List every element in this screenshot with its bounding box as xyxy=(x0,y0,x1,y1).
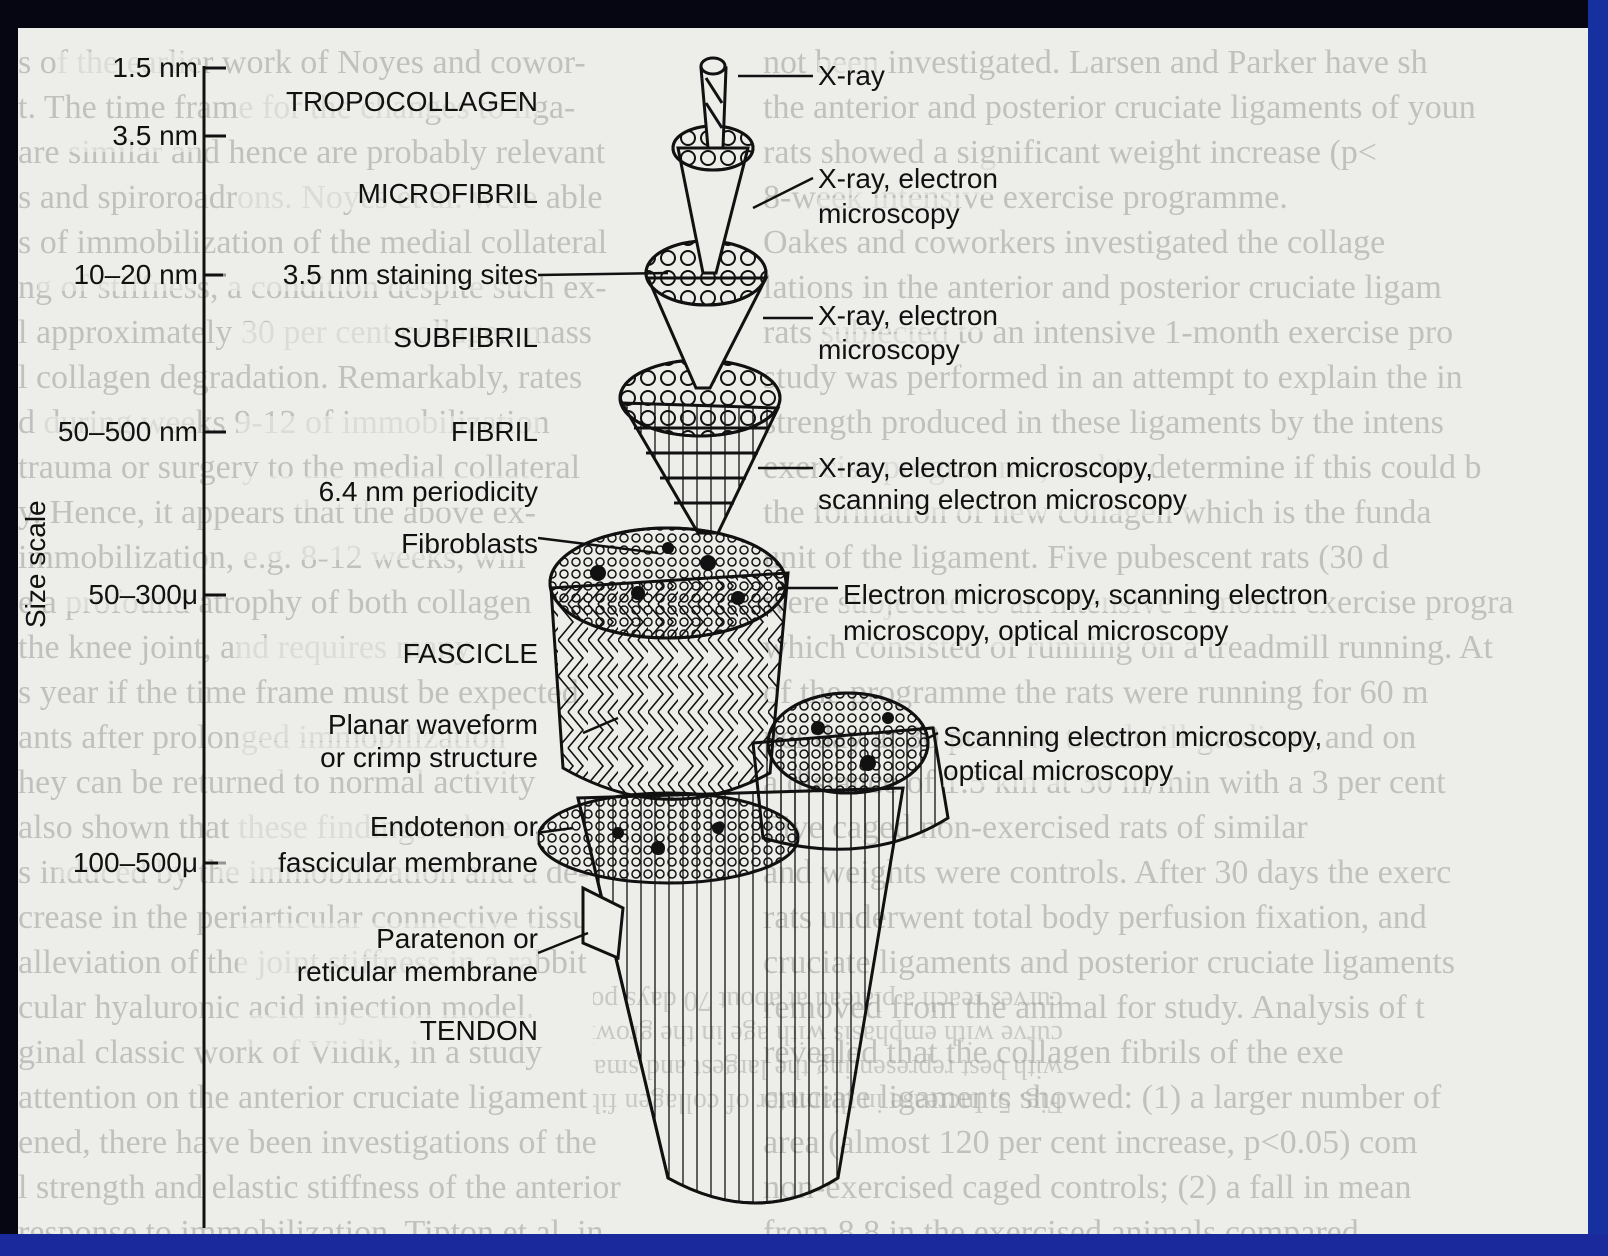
label-staining-sites: 3.5 nm staining sites xyxy=(223,259,538,291)
label-fibril: FIBRIL xyxy=(238,416,538,448)
method-microfibril-line1: X-ray, electron xyxy=(818,163,998,195)
method-subfibril-line2: microscopy xyxy=(818,334,960,366)
method-fascicle-line2: microscopy, optical microscopy xyxy=(843,615,1228,647)
frame-left xyxy=(0,0,18,1256)
scale-mark-3-5nm: 3.5 nm xyxy=(58,120,198,152)
scale-mark-1-5nm: 1.5 nm xyxy=(58,52,198,84)
scale-mark-50-300u: 50–300μ xyxy=(58,579,198,611)
label-tropocollagen: TROPOCOLLAGEN xyxy=(238,86,538,118)
scanned-page: s of the earlier work of Noyes and cowor… xyxy=(18,28,1588,1234)
method-small-fascicle-line2: optical microscopy xyxy=(943,755,1173,787)
method-microfibril-line2: microscopy xyxy=(818,198,960,230)
size-scale-title: Size scale xyxy=(20,500,52,628)
label-paratenon-line2: reticular membrane xyxy=(238,956,538,988)
scale-mark-50-500nm: 50–500 nm xyxy=(38,416,198,448)
frame-top xyxy=(0,0,1608,28)
method-fibril-line2: scanning electron microscopy xyxy=(818,484,1187,516)
method-subfibril-line1: X-ray, electron xyxy=(818,300,998,332)
label-fascicle: FASCICLE xyxy=(238,638,538,670)
label-tendon: TENDON xyxy=(238,1015,538,1047)
scale-mark-10-20nm: 10–20 nm xyxy=(38,259,198,291)
label-periodicity: 6.4 nm periodicity xyxy=(238,476,538,508)
scale-mark-100-500u: 100–500μ xyxy=(58,847,198,879)
label-fibroblasts: Fibroblasts xyxy=(238,528,538,560)
method-xray: X-ray xyxy=(818,60,885,92)
frame-bottom xyxy=(0,1234,1608,1256)
label-paratenon-line1: Paratenon or xyxy=(238,923,538,955)
label-subfibril: SUBFIBRIL xyxy=(238,322,538,354)
method-fascicle-line1: Electron microscopy, scanning electron xyxy=(843,579,1328,611)
label-microfibril: MICROFIBRIL xyxy=(238,178,538,210)
label-endotenon-line1: Endotenon or xyxy=(238,811,538,843)
method-fibril-line1: X-ray, electron microscopy, xyxy=(818,452,1153,484)
size-scale-axis xyxy=(204,66,226,1228)
label-endotenon-line2: fascicular membrane xyxy=(218,847,538,879)
label-waveform-line1: Planar waveform xyxy=(238,709,538,741)
method-small-fascicle-line1: Scanning electron microscopy, xyxy=(943,721,1322,753)
label-waveform-line2: or crimp structure xyxy=(238,742,538,774)
frame-right xyxy=(1588,0,1608,1256)
